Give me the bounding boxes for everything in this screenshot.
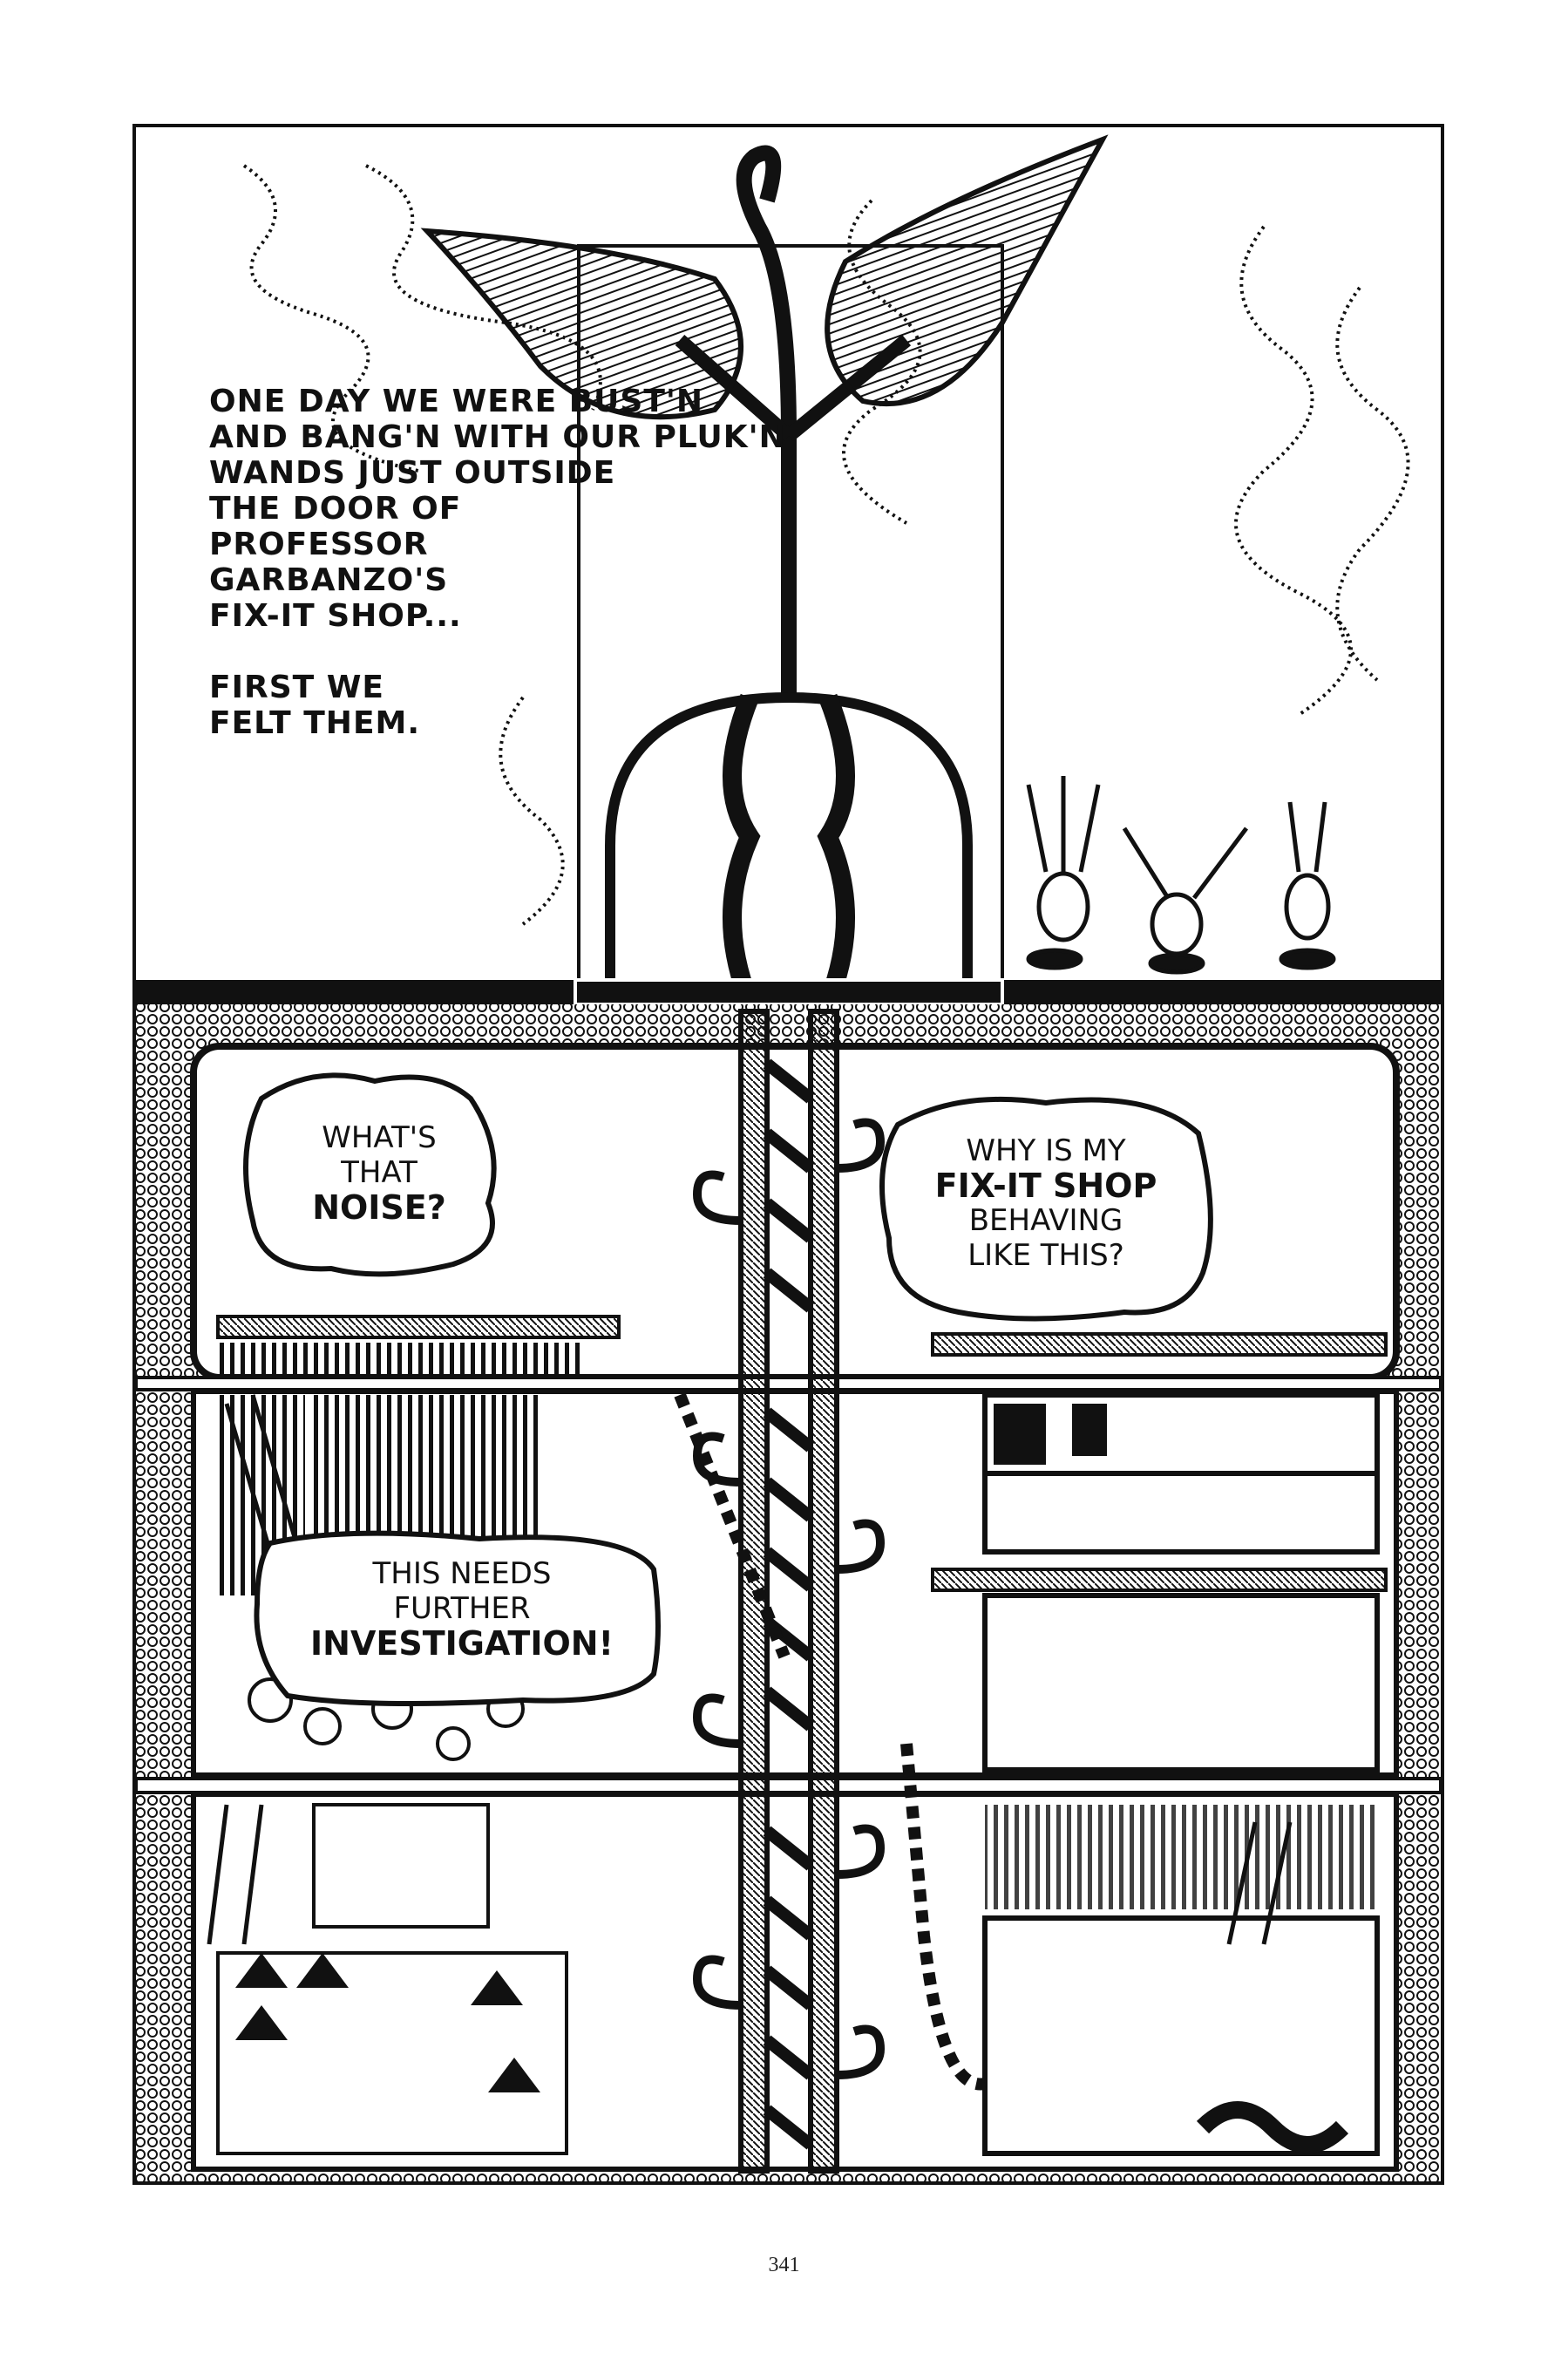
narration-caption: ONE DAY WE WERE BUST'N AND BANG'N WITH O… (209, 384, 786, 741)
narration-line: THE DOOR OF (209, 491, 462, 527)
right-leaf (825, 134, 1109, 407)
bubble-investigate-shape (254, 1530, 661, 1706)
narration-line: GARBANZO'S (209, 562, 449, 598)
bubble-line: WHY IS MY (966, 1133, 1126, 1168)
narration-line: FIRST WE (209, 670, 385, 705)
narration-line: FIX-IT SHOP... (209, 598, 462, 634)
sprout-illustration (420, 134, 1109, 697)
bubble-fixit-shape (879, 1096, 1213, 1322)
bubble-line: FURTHER (393, 1591, 531, 1626)
speech-bubble-investigate: THIS NEEDS FURTHER INVESTIGATION! (270, 1556, 654, 1661)
narration-line: PROFESSOR (209, 527, 429, 562)
bubble-line: NOISE? (312, 1188, 446, 1227)
narration-line: AND BANG'N WITH OUR PLUK'N (209, 419, 786, 455)
shelf-divider-2 (134, 1777, 1442, 1794)
narration-line: ONE DAY WE WERE BUST'N (209, 384, 704, 419)
speech-bubble-fixit: WHY IS MY FIX-IT SHOP BEHAVING LIKE THIS… (898, 1133, 1194, 1273)
shelf-divider-1 (134, 1376, 1442, 1391)
left-leaf (420, 228, 743, 420)
bubble-line: FIX-IT SHOP (934, 1167, 1157, 1205)
speech-bubble-noise: WHAT'S THAT NOISE? (279, 1120, 479, 1225)
narration-line: FELT THEM. (209, 705, 421, 741)
bubble-line: WHAT'S (322, 1120, 437, 1155)
bubble-line: THAT (341, 1155, 417, 1190)
narration-line: WANDS JUST OUTSIDE (209, 455, 616, 491)
bubble-line: BEHAVING (968, 1203, 1123, 1238)
page-number: 341 (768, 2254, 800, 2276)
creatures (1026, 776, 1336, 975)
dome (605, 691, 973, 985)
bubble-line: LIKE THIS? (967, 1238, 1124, 1273)
bubble-line: THIS NEEDS (372, 1556, 552, 1591)
vine-ladder (738, 1009, 839, 2174)
bubble-noise-shape (243, 1072, 497, 1277)
bubble-line: INVESTIGATION! (310, 1624, 614, 1663)
